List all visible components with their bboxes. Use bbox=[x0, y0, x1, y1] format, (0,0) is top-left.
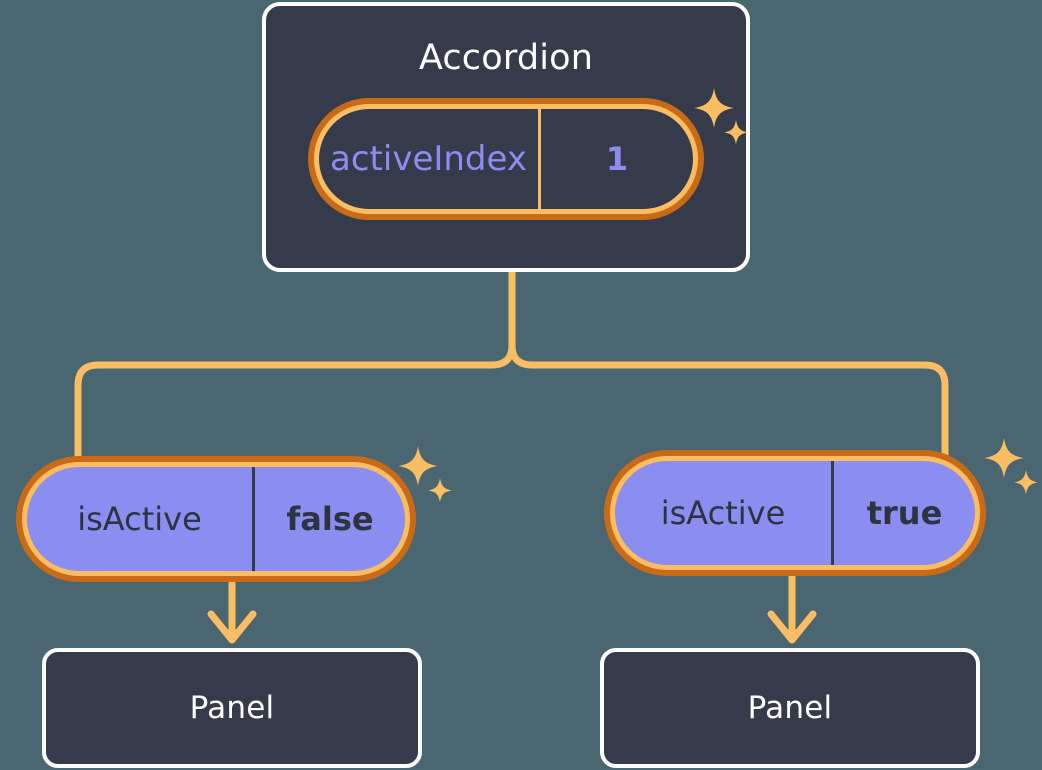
sparkles-icon bbox=[984, 438, 1038, 495]
panel-title: Panel bbox=[747, 690, 833, 726]
pill-body: isActive true bbox=[615, 461, 975, 565]
panel-title: Panel bbox=[189, 690, 275, 726]
state-value-label: false bbox=[286, 500, 374, 538]
state-value-label: true bbox=[866, 494, 943, 532]
state-pill-activeindex[interactable]: activeIndex 1 bbox=[308, 98, 704, 220]
pill-ring: isActive false bbox=[22, 462, 410, 576]
pill-ring: isActive true bbox=[610, 456, 980, 570]
node-panel-left[interactable]: Panel bbox=[42, 648, 422, 768]
state-pill-isactive-false[interactable]: isActive false bbox=[16, 456, 416, 582]
pill-body: isActive false bbox=[27, 467, 405, 571]
state-pill-isactive-true[interactable]: isActive true bbox=[604, 450, 986, 576]
pill-ring: activeIndex 1 bbox=[314, 104, 698, 214]
state-key-label: isActive bbox=[27, 467, 255, 571]
arrow-down-icon bbox=[767, 576, 817, 644]
arrow-down-icon bbox=[207, 582, 257, 644]
page-title: Accordion bbox=[418, 38, 594, 78]
pill-body: activeIndex 1 bbox=[319, 109, 693, 209]
state-key-label: isActive bbox=[615, 461, 834, 565]
state-value-label: 1 bbox=[605, 140, 629, 178]
state-key-label: activeIndex bbox=[319, 109, 541, 209]
node-panel-right[interactable]: Panel bbox=[600, 648, 980, 768]
